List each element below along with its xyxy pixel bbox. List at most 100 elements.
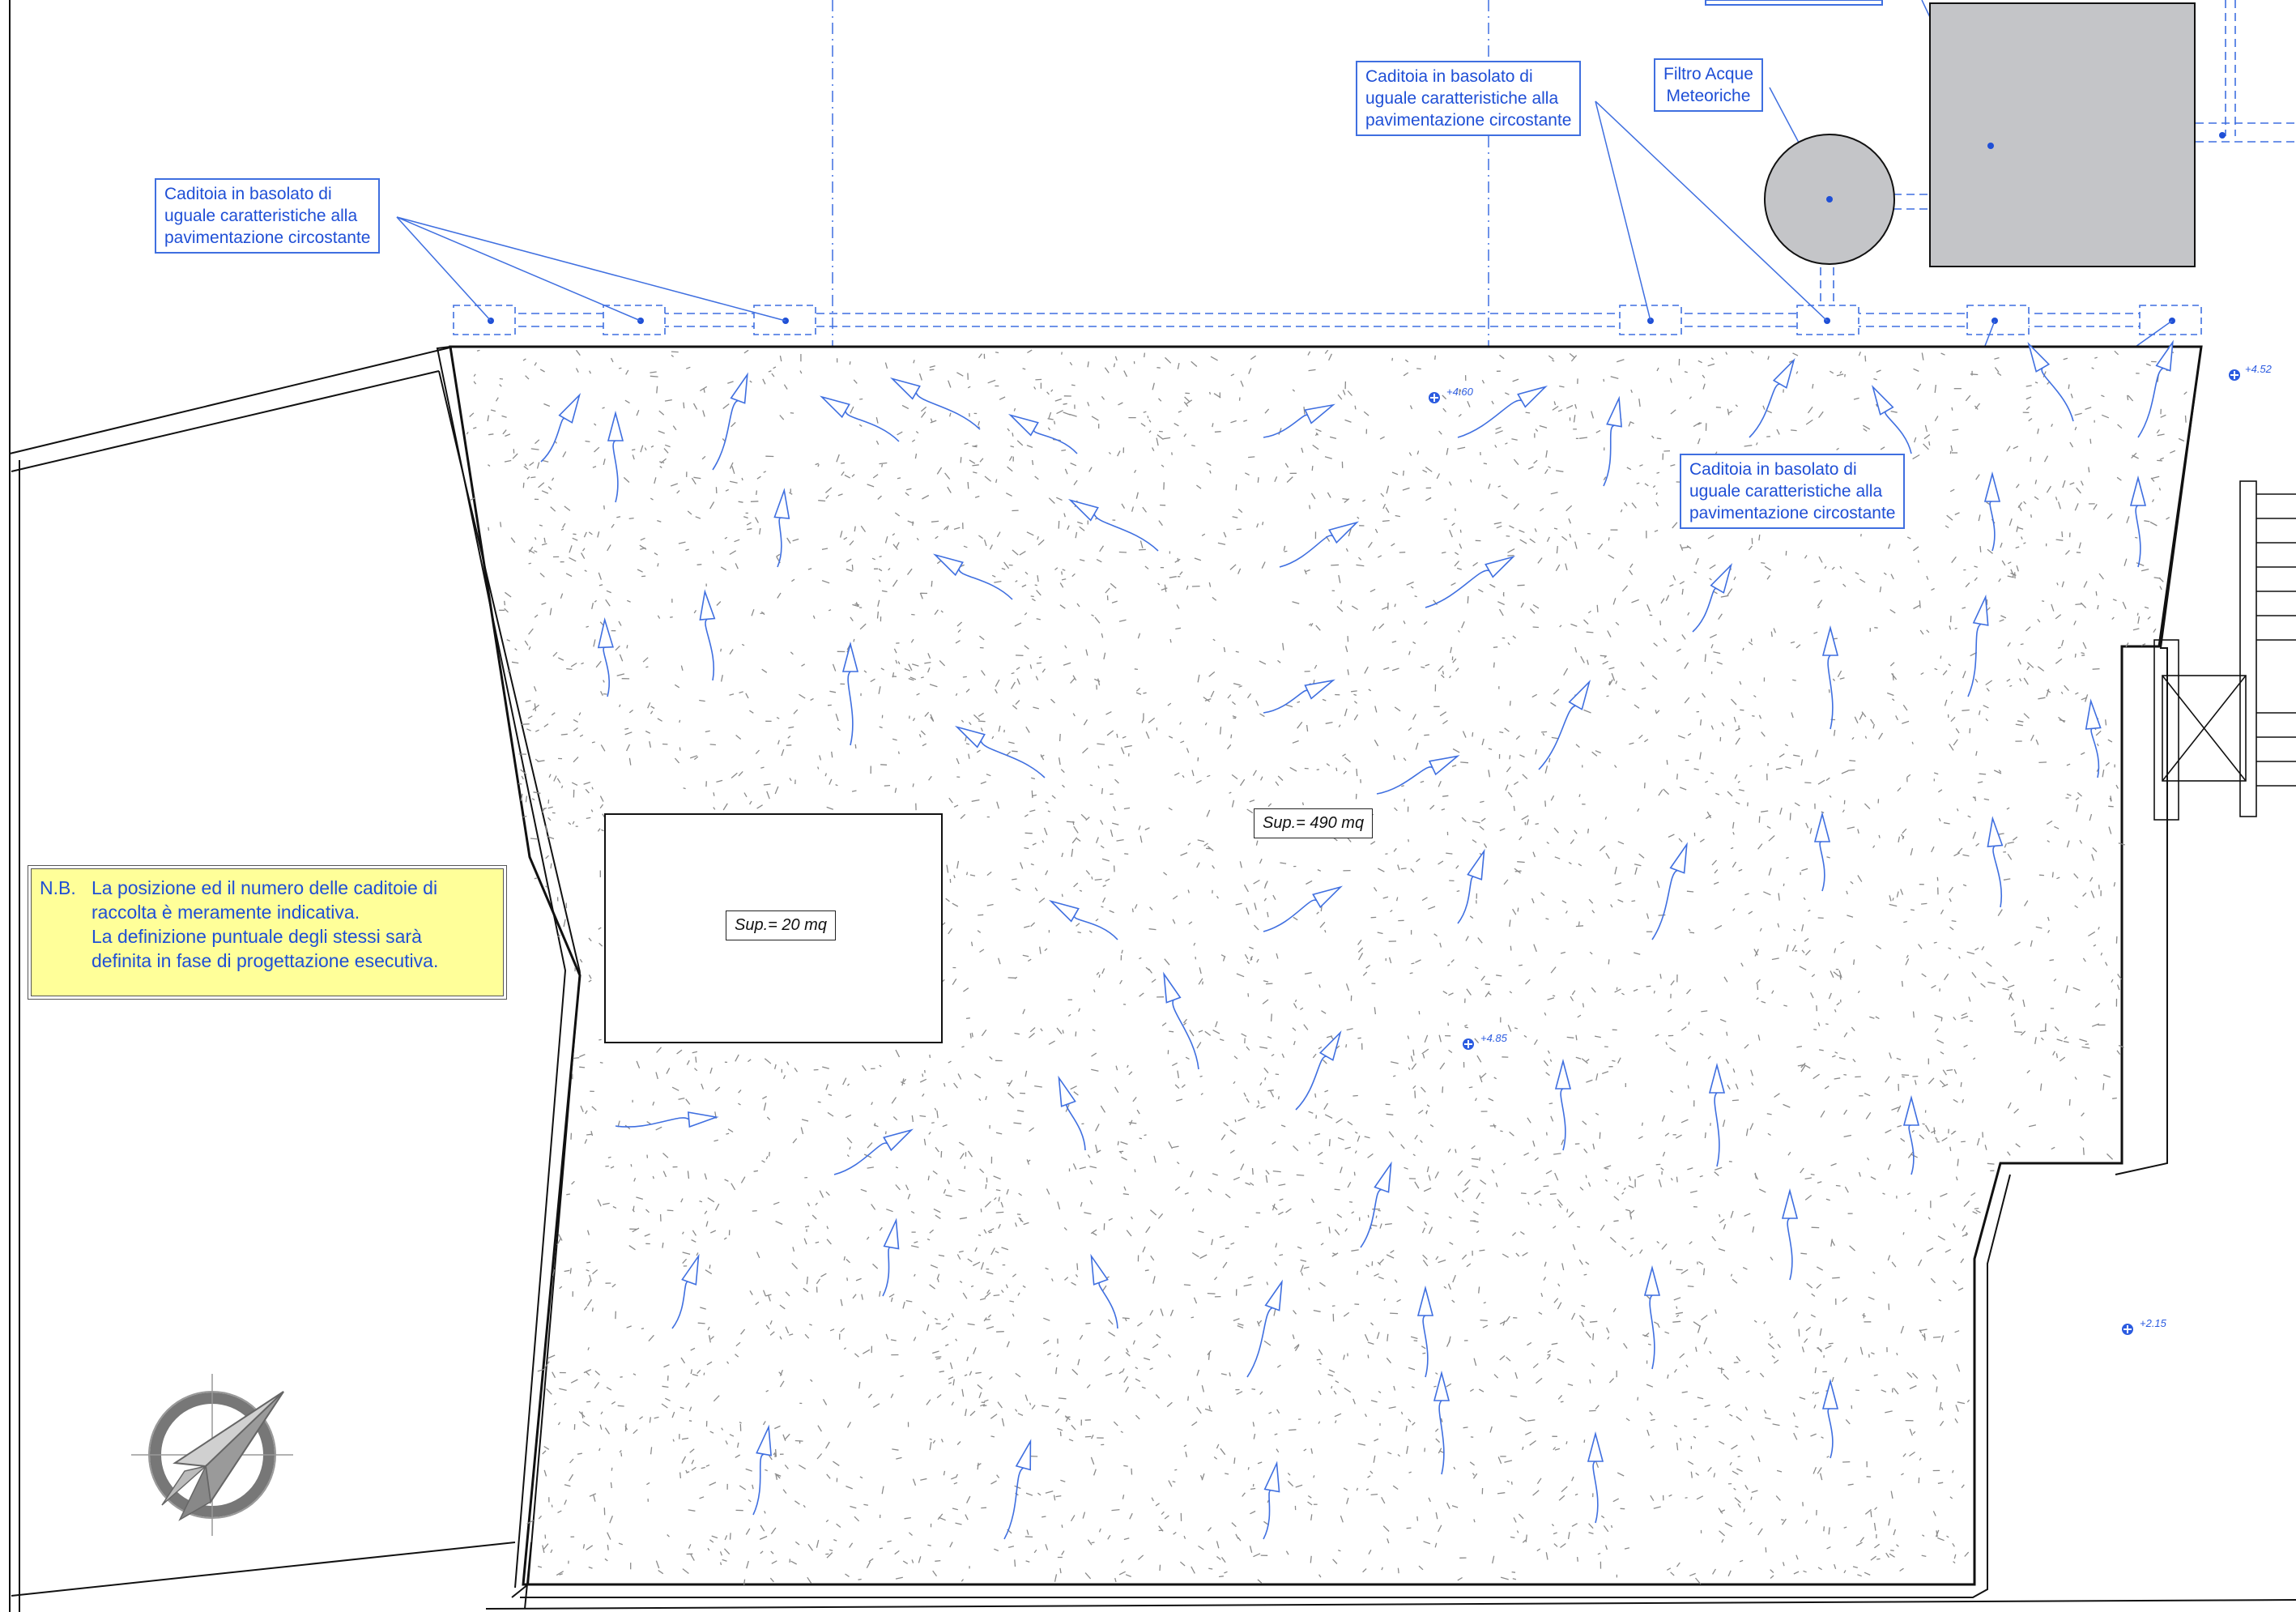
paving-speckle — [1921, 902, 1928, 905]
paving-speckle — [1334, 1229, 1340, 1236]
paving-speckle — [1310, 1448, 1314, 1454]
paving-speckle — [589, 1493, 597, 1497]
paving-speckle — [794, 1439, 803, 1442]
paving-speckle — [609, 1515, 614, 1524]
paving-speckle — [594, 1382, 600, 1389]
paving-speckle — [1663, 638, 1668, 642]
paving-speckle — [1805, 419, 1813, 425]
paving-speckle — [967, 1150, 973, 1158]
paving-speckle — [2055, 614, 2062, 620]
paving-speckle — [1048, 1040, 1055, 1045]
paving-speckle — [1911, 1129, 1915, 1133]
paving-speckle — [1105, 711, 1112, 715]
paving-speckle — [1377, 932, 1383, 935]
paving-speckle — [1342, 753, 1346, 757]
paving-speckle — [1161, 464, 1165, 467]
paving-speckle — [1448, 481, 1452, 486]
paving-speckle — [1294, 1345, 1300, 1351]
paving-speckle — [786, 537, 791, 544]
paving-speckle — [1575, 925, 1584, 928]
paving-speckle — [766, 1116, 771, 1120]
paving-speckle — [1308, 1287, 1310, 1290]
paving-speckle — [1107, 1534, 1111, 1540]
paving-speckle — [1770, 631, 1773, 638]
paving-speckle — [1132, 1096, 1137, 1102]
flow-arrow-icon — [1538, 705, 1576, 770]
paving-speckle — [476, 349, 480, 352]
paving-speckle — [2075, 603, 2083, 606]
paving-speckle — [1340, 1515, 1344, 1523]
paving-speckle — [1663, 788, 1670, 795]
paving-speckle — [1698, 1261, 1704, 1265]
paving-speckle — [1263, 980, 1269, 983]
paving-speckle — [947, 1179, 950, 1185]
paving-speckle — [1230, 1242, 1235, 1245]
paving-speckle — [1318, 1363, 1322, 1365]
paving-speckle — [573, 533, 577, 535]
paving-speckle — [1310, 1555, 1312, 1563]
paving-speckle — [773, 1452, 776, 1456]
paving-speckle — [884, 362, 888, 369]
paving-speckle — [1770, 1569, 1774, 1573]
paving-speckle — [603, 458, 606, 466]
paving-speckle — [1771, 957, 1779, 961]
paving-speckle — [1449, 676, 1451, 679]
paving-speckle — [1677, 735, 1685, 739]
paving-speckle — [2064, 549, 2070, 556]
paving-speckle — [1343, 770, 1347, 775]
paving-speckle — [1347, 1181, 1352, 1188]
paving-speckle — [1786, 944, 1789, 953]
paving-speckle — [1108, 1331, 1116, 1337]
paving-speckle — [1377, 555, 1382, 558]
paving-speckle — [1617, 899, 1624, 903]
paving-speckle — [1223, 646, 1226, 653]
paving-speckle — [983, 1229, 987, 1234]
paving-speckle — [552, 1269, 556, 1276]
paving-speckle — [859, 623, 867, 630]
paving-speckle — [1785, 765, 1791, 770]
paving-speckle — [1727, 1084, 1731, 1090]
paving-speckle — [846, 1259, 850, 1264]
paving-speckle — [1315, 432, 1319, 436]
paving-speckle — [1737, 1455, 1740, 1458]
paving-speckle — [892, 579, 898, 587]
paving-speckle — [1328, 1139, 1331, 1147]
paving-speckle — [1793, 754, 1800, 757]
paving-speckle — [1233, 683, 1241, 686]
paving-speckle — [779, 355, 782, 362]
paving-speckle — [1548, 466, 1552, 469]
paving-speckle — [1281, 1053, 1284, 1059]
paving-speckle — [1761, 731, 1766, 737]
paving-speckle — [1085, 870, 1090, 876]
paving-speckle — [1651, 435, 1655, 439]
paving-speckle — [1581, 1304, 1586, 1307]
paving-speckle — [1421, 1086, 1426, 1093]
paving-speckle — [1922, 1534, 1925, 1537]
paving-speckle — [1512, 1578, 1517, 1580]
paving-speckle — [1546, 841, 1549, 845]
paving-speckle — [1970, 373, 1979, 376]
paving-speckle — [729, 480, 738, 484]
paving-speckle — [1395, 897, 1399, 902]
paving-speckle — [2026, 1069, 2030, 1074]
paving-speckle — [1955, 727, 1960, 734]
paving-speckle — [1229, 1149, 1235, 1154]
paving-speckle — [1541, 731, 1548, 733]
paving-speckle — [1195, 779, 1202, 784]
paving-speckle — [1940, 1335, 1945, 1342]
paving-speckle — [1451, 522, 1455, 527]
paving-speckle — [1561, 535, 1568, 541]
paving-speckle — [1069, 361, 1073, 366]
flow-arrow-icon — [1749, 383, 1781, 438]
paving-speckle — [2020, 1030, 2026, 1036]
paving-speckle — [906, 568, 913, 575]
paving-speckle — [2039, 1083, 2043, 1091]
paving-speckle — [2085, 1043, 2089, 1046]
paving-speckle — [1661, 1243, 1668, 1250]
paving-speckle — [1187, 889, 1190, 893]
paving-speckle — [1447, 1149, 1451, 1153]
storage-tank — [1929, 2, 2196, 267]
paving-speckle — [1653, 642, 1658, 647]
paving-speckle — [1643, 783, 1646, 789]
paving-speckle — [1509, 991, 1513, 994]
